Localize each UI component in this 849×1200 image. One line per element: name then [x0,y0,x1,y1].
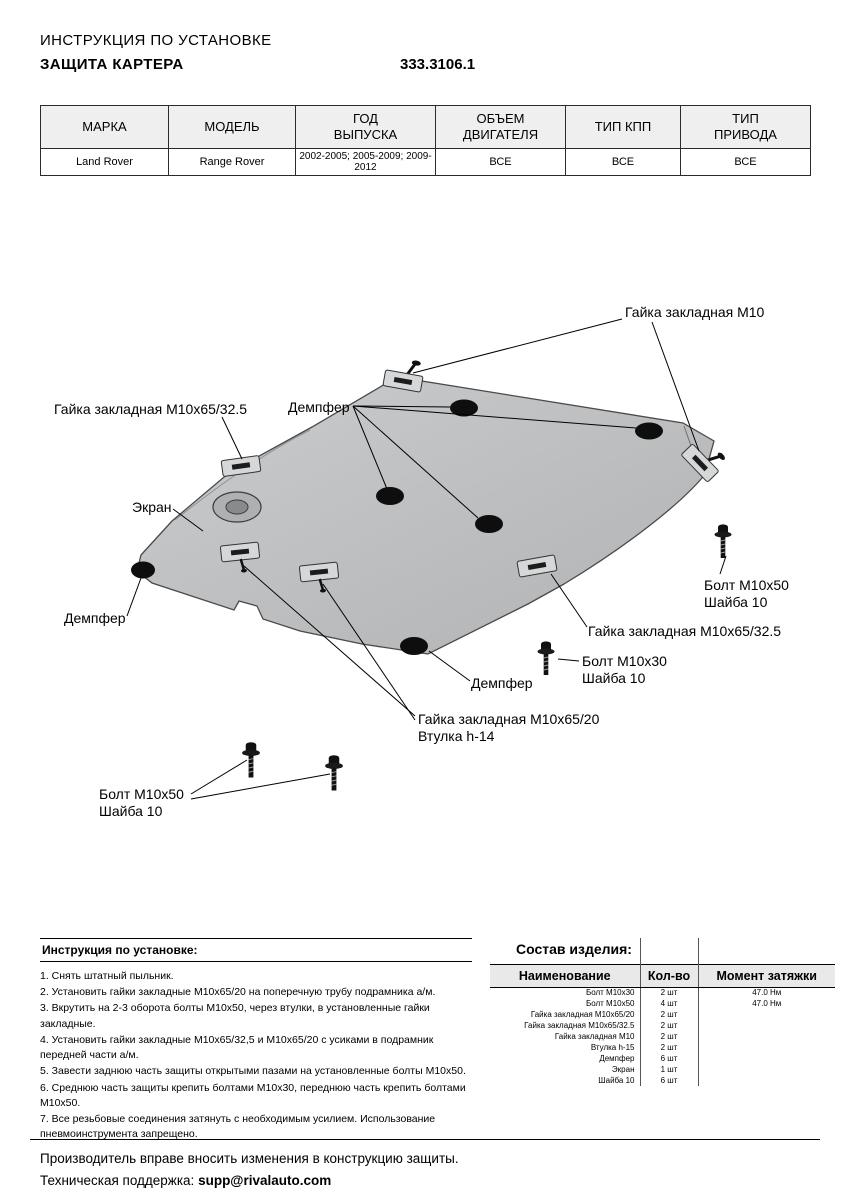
label-ekran: Экран [132,499,172,515]
label-rivet-nut-m10x65-32-right: Гайка закладная М10х65/32.5 [588,623,782,639]
cell-year: 2002-2005; 2005-2009; 2009-2012 [295,148,436,176]
vehicle-table: МАРКА МОДЕЛЬ ГОД ВЫПУСКА ОБЪЕМ ДВИГАТЕЛЯ… [40,105,811,176]
doc-title-line1: ИНСТРУКЦИЯ ПО УСТАНОВКЕ [40,32,272,49]
parts-row: Шайба 10 6 шт [490,1075,835,1086]
cell-model: Range Rover [168,148,296,176]
bolt-m10x50-bl2-icon [324,754,344,791]
col-header-marka: МАРКА [40,105,169,149]
parts-col-qty: Кол-во [639,963,698,988]
label-damper-bottom: Демпфер [471,675,533,691]
bolt-m10x50-bl1-icon [241,741,261,778]
doc-title-line2: ЗАЩИТА КАРТЕРА [40,56,184,73]
label-damper-top: Демпфер [288,399,350,415]
col-header-engine: ОБЪЕМ ДВИГАТЕЛЯ [435,105,566,149]
damper-icon [635,422,663,440]
instructions-steps: 1. Снять штатный пыльник. 2. Установить … [40,962,472,1142]
support-email: supp@rivalauto.com [198,1173,332,1188]
installation-instructions: Инструкция по установке: 1. Снять штатны… [40,938,472,1143]
label-bolt-m10x50-right: Болт М10х50 Шайба 10 [704,577,789,610]
bolt-m10x50-right-icon [714,523,732,559]
instruction-step: 1. Снять штатный пыльник. [40,970,174,982]
instruction-step: 2. Установить гайки закладные М10х65/20 … [40,986,436,999]
label-bolt-m10x30: Болт М10х30 Шайба 10 [582,653,667,686]
instruction-step: 6. Среднюю часть защиты крепить болтами … [40,1081,466,1109]
col-header-year: ГОД ВЫПУСКА [295,105,436,149]
parts-row: Гайка закладная М10 2 шт [490,1031,835,1042]
label-rivet-nut-m10: Гайка закладная М10 [625,304,765,320]
parts-table: Состав изделия: Наименование Кол-во Моме… [490,938,835,1086]
instructions-title: Инструкция по установке: [40,939,472,962]
label-bolt-m10x50-bottom: Болт М10х50 Шайба 10 [99,786,184,819]
rivet-nut-m10-top-icon [383,356,426,393]
label-damper-left: Демпфер [64,610,126,626]
parts-col-name: Наименование [490,963,640,988]
parts-row: Втулка h-15 2 шт [490,1042,835,1053]
cell-gearbox: ВСЕ [565,148,681,176]
callout-lines [126,318,727,800]
damper-icon [131,561,155,579]
col-header-gearbox: ТИП КПП [565,105,681,149]
document-header: ИНСТРУКЦИЯ ПО УСТАНОВКЕ ЗАЩИТА КАРТЕРА [40,32,272,73]
parts-row: Экран 1 шт [490,1064,835,1075]
instruction-step: 3. Вкрутить на 2-3 оборота болты М10х50,… [40,1002,430,1030]
parts-row: Демпфер 6 шт [490,1053,835,1064]
document-footer: Производитель вправе вносить изменения в… [30,1139,820,1188]
parts-row: Гайка закладная М10х65/32.5 2 шт [490,1020,835,1031]
cell-engine: ВСЕ [435,148,566,176]
bolt-m10x30-icon [537,640,555,676]
part-number: 333.3106.1 [400,56,476,73]
parts-row: Болт М10х30 2 шт 47.0 Нм [490,987,835,998]
damper-icon [376,487,404,505]
vehicle-table-row: Land Rover Range Rover 2002-2005; 2005-2… [40,148,811,176]
damper-icon [400,637,428,655]
parts-row: Болт М10х50 4 шт 47.0 Нм [490,998,835,1009]
vehicle-table-header-row: МАРКА МОДЕЛЬ ГОД ВЫПУСКА ОБЪЕМ ДВИГАТЕЛЯ… [40,105,811,149]
cell-drive: ВСЕ [680,148,811,176]
manufacturer-note: Производитель вправе вносить изменения в… [40,1151,459,1166]
parts-title: Состав изделия: [516,941,632,958]
support-label: Техническая поддержка: [40,1173,195,1188]
instruction-step: 5. Завести заднюю часть защиты открытыми… [40,1065,466,1078]
ekran-ring [212,491,262,523]
support-line: Техническая поддержка: supp@rivalauto.co… [40,1173,810,1188]
damper-dots [131,399,663,655]
col-header-drive: ТИП ПРИВОДА [680,105,811,149]
damper-icon [475,515,503,533]
damper-icon [450,399,478,417]
parts-row: Гайка закладная М10х65/20 2 шт [490,1009,835,1020]
parts-title-row: Состав изделия: [490,938,835,964]
instruction-step: 7. Все резьбовые соединения затянуть с н… [40,1112,436,1141]
parts-col-torque: Момент затяжки [697,963,835,988]
cell-marka: Land Rover [40,148,169,176]
label-rivet-nut-m10x65-20: Гайка закладная М10х65/20 Втулка h-14 [418,711,600,744]
parts-header-row: Наименование Кол-во Момент затяжки [490,963,835,988]
label-rivet-nut-m10x65-32-left: Гайка закладная М10х65/32.5 [54,401,248,417]
instruction-step: 4. Установить гайки закладные М10х65/32,… [40,1033,434,1062]
